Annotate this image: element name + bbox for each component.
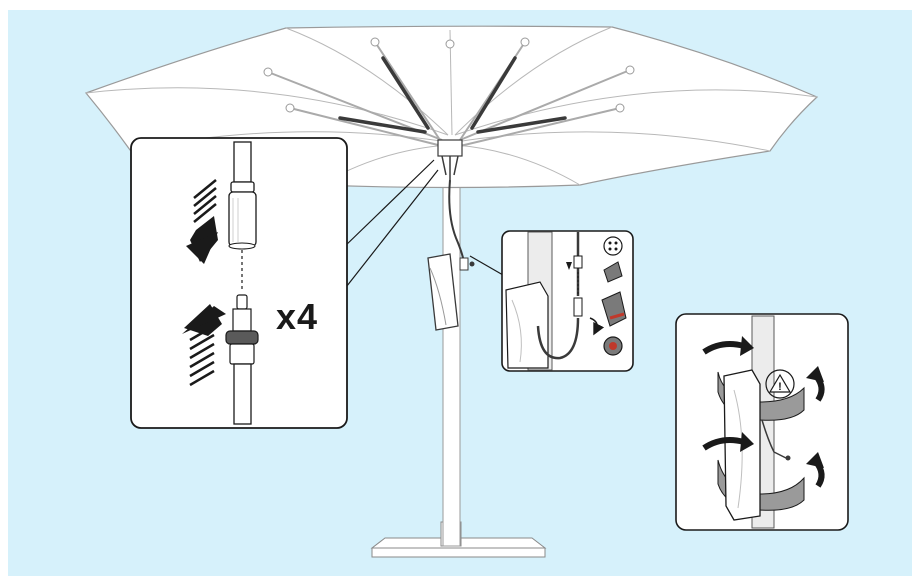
callout-pointer	[469, 255, 504, 276]
quantity-label: x4	[276, 296, 319, 337]
push-down-arrow-icon	[186, 179, 218, 264]
connector-parts	[601, 236, 627, 356]
led-light-strips	[338, 56, 567, 134]
callout-pointer	[342, 159, 439, 292]
push-up-arrow-icon	[182, 304, 226, 387]
power-cable	[448, 179, 465, 263]
hub-connectors	[437, 139, 463, 180]
rotate-arrow-icon	[806, 452, 825, 488]
battery-pack	[427, 253, 475, 331]
callout-panel-connectors	[130, 137, 348, 429]
rotate-arrow-icon	[702, 336, 754, 356]
strap-mounting-icon: !	[675, 313, 849, 531]
rotate-arrow-icon	[806, 366, 825, 402]
rotation-arrows	[702, 336, 825, 488]
warning-symbol: !	[778, 381, 782, 393]
female-connector	[228, 141, 257, 250]
cable-connection-icon	[469, 230, 634, 372]
connector-assembly-icon	[130, 137, 439, 429]
detail-battery	[505, 281, 549, 369]
warning-triangle-icon: !	[765, 369, 795, 399]
rotate-arrow-icon	[702, 432, 754, 452]
male-connector	[225, 294, 259, 425]
